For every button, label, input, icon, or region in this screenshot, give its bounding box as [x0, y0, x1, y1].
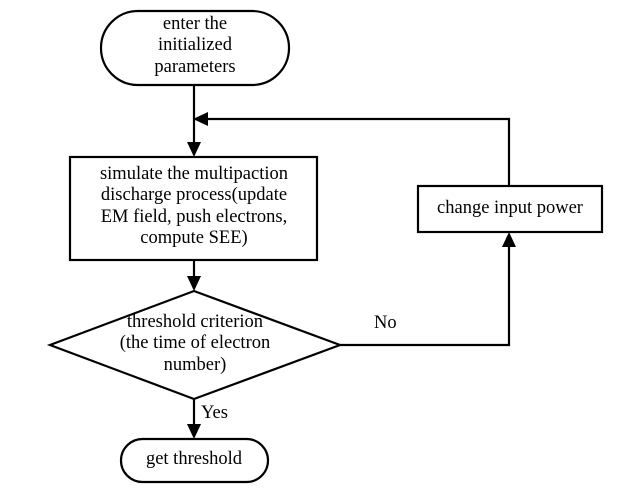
edge-label-no: No: [374, 313, 397, 333]
arrowhead-down-to-process: [187, 142, 201, 157]
arrowhead-left-to-main-line: [193, 112, 208, 126]
edge-start-to-process: [187, 85, 201, 157]
edge-decision-to-change-power: [340, 232, 516, 347]
arrowhead-down-to-decision: [187, 276, 201, 291]
edge-change-power-to-process: [193, 112, 511, 186]
node-change-power-shape[interactable]: [416, 184, 604, 234]
arrowhead-up-to-change-power: [502, 232, 516, 247]
node-decision-shape[interactable]: [46, 289, 344, 401]
edge-process-to-decision: [187, 260, 201, 291]
node-process-shape[interactable]: [68, 155, 319, 262]
node-end-shape[interactable]: [119, 437, 270, 484]
node-start-shape[interactable]: [99, 9, 291, 87]
edge-decision-to-end: [187, 399, 201, 439]
arrowhead-down-to-end: [187, 424, 201, 439]
edge-label-yes: Yes: [201, 403, 228, 423]
